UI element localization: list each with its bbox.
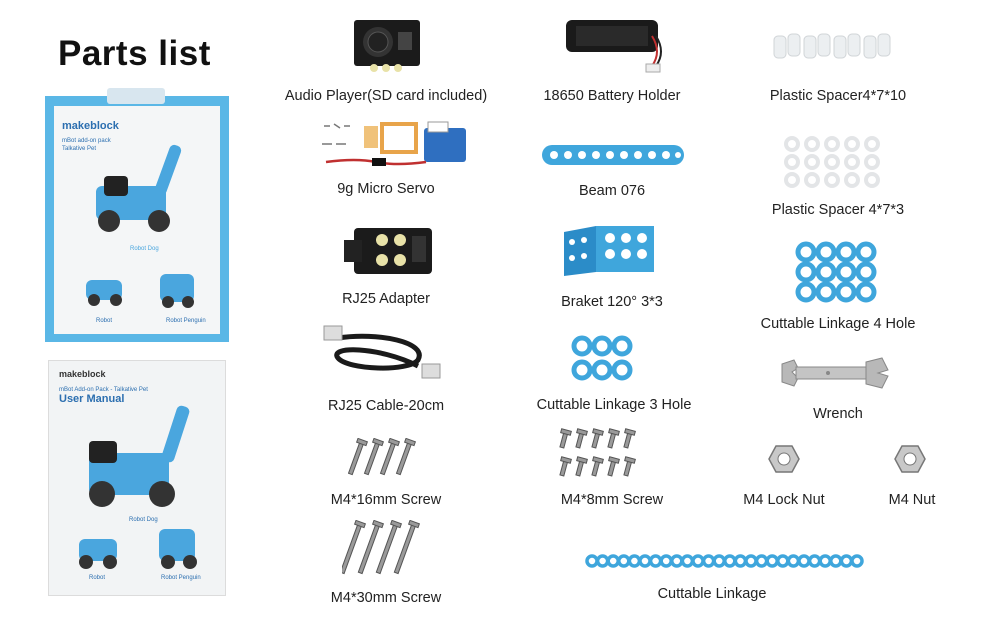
label-beam-076: Beam 076 <box>578 183 646 199</box>
box-caption-3: Robot Penguin <box>166 318 206 324</box>
cuttable-linkage-image <box>585 554 864 568</box>
label-spacer-473: Plastic Spacer 4*7*3 <box>771 202 905 218</box>
manual-caption-3: Robot Penguin <box>161 575 201 581</box>
rj25-adapter-image <box>344 228 432 274</box>
linkage-4hole-image <box>795 241 877 303</box>
label-rj25-adapter: RJ25 Adapter <box>342 291 430 307</box>
label-screw-30mm: M4*30mm Screw <box>330 590 442 606</box>
rj25-cable-image <box>323 325 441 379</box>
label-braket: Braket 120° 3*3 <box>561 294 663 310</box>
label-audio-player: Audio Player(SD card included) <box>284 88 488 104</box>
label-cuttable-linkage: Cuttable Linkage <box>657 586 767 602</box>
manual-line1: mBot Add-on Pack - Talkative Pet <box>59 387 148 393</box>
battery-holder-image <box>566 20 662 73</box>
micro-servo-image <box>322 121 466 166</box>
screw-8mm-image <box>559 428 636 477</box>
label-linkage-4hole: Cuttable Linkage 4 Hole <box>760 316 916 332</box>
box-caption-2: Robot <box>96 318 113 324</box>
label-linkage-3hole: Cuttable Linkage 3 Hole <box>536 397 692 413</box>
label-screw-8mm: M4*8mm Screw <box>560 492 664 508</box>
box-line2: Talkative Pet <box>62 146 97 152</box>
nut-image <box>894 445 926 473</box>
label-micro-servo: 9g Micro Servo <box>337 181 435 197</box>
label-lock-nut: M4 Lock Nut <box>743 492 825 508</box>
manual-caption-2: Robot <box>89 575 106 581</box>
braket-image <box>564 226 654 276</box>
spacer-473-image <box>784 136 880 188</box>
manual-heading: User Manual <box>59 393 125 405</box>
user-manual-image: makeblock mBot Add-on Pack - Talkative P… <box>48 360 226 596</box>
manual-caption-1: Robot Dog <box>129 517 158 523</box>
spacer-4710-image <box>773 33 891 59</box>
box-caption-1: Robot Dog <box>130 246 159 252</box>
label-wrench: Wrench <box>813 406 863 422</box>
screw-30mm-image <box>342 520 421 575</box>
box-line1: mBot add-on pack <box>62 138 111 144</box>
wrench-image <box>781 357 889 389</box>
screw-16mm-image <box>348 438 417 476</box>
product-box-image: makeblock mBot add-on pack Talkative Pet… <box>45 88 229 342</box>
beam-076-image <box>542 145 684 165</box>
linkage-3hole-image <box>571 335 633 381</box>
page-title: Parts list <box>58 34 211 73</box>
label-nut: M4 Nut <box>888 492 936 508</box>
label-spacer-4710: Plastic Spacer4*7*10 <box>769 88 907 104</box>
label-battery-holder: 18650 Battery Holder <box>543 88 681 104</box>
label-screw-16mm: M4*16mm Screw <box>330 492 442 508</box>
label-rj25-cable: RJ25 Cable-20cm <box>327 398 445 414</box>
lock-nut-image <box>768 445 800 473</box>
audio-player-image <box>354 20 420 72</box>
box-brand: makeblock <box>62 120 119 132</box>
manual-brand: makeblock <box>59 369 106 379</box>
